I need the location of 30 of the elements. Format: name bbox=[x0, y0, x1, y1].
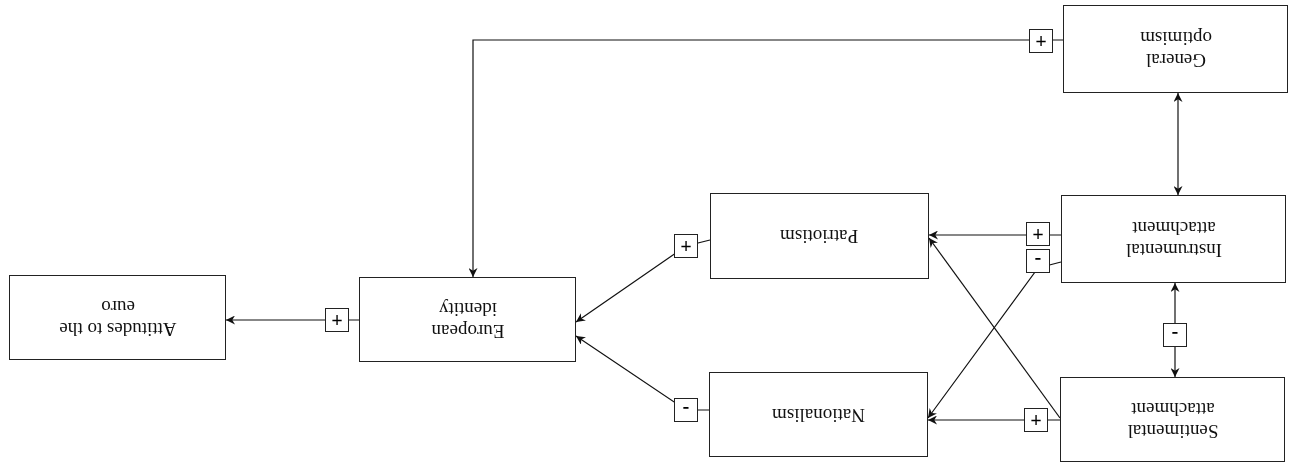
arrow bbox=[468, 39, 1064, 278]
box-label: Nationalism bbox=[772, 403, 865, 426]
box-label: Patriotism bbox=[780, 225, 859, 247]
edge-label: - bbox=[1026, 249, 1050, 273]
box-label: Sentimental attachment bbox=[1126, 397, 1219, 442]
process-box bbox=[359, 277, 576, 362]
process-box bbox=[9, 275, 226, 360]
box-label: Attitudes to the euro bbox=[57, 295, 178, 340]
arrow bbox=[225, 315, 360, 325]
process-box bbox=[1061, 195, 1286, 283]
edge-label: + bbox=[1024, 408, 1048, 432]
edge-label: - bbox=[1163, 323, 1187, 347]
edge-label: + bbox=[1026, 222, 1050, 246]
edge-label: + bbox=[325, 308, 349, 332]
box-label: Instrumental attachment bbox=[1124, 217, 1223, 261]
arrow bbox=[1170, 282, 1180, 378]
edge-label: - bbox=[674, 398, 698, 422]
arrow bbox=[928, 230, 1062, 240]
process-box bbox=[1060, 377, 1285, 462]
arrow bbox=[575, 335, 710, 411]
process-box bbox=[1063, 5, 1288, 93]
arrow bbox=[1173, 92, 1183, 196]
edge-label: + bbox=[1029, 29, 1053, 53]
process-box bbox=[709, 372, 928, 457]
arrow bbox=[575, 239, 711, 323]
box-label: General optimism bbox=[1138, 27, 1213, 71]
arrow bbox=[927, 415, 1061, 425]
box-label: European identity bbox=[430, 297, 505, 342]
process-box bbox=[710, 193, 929, 279]
edge-label: + bbox=[674, 234, 698, 258]
